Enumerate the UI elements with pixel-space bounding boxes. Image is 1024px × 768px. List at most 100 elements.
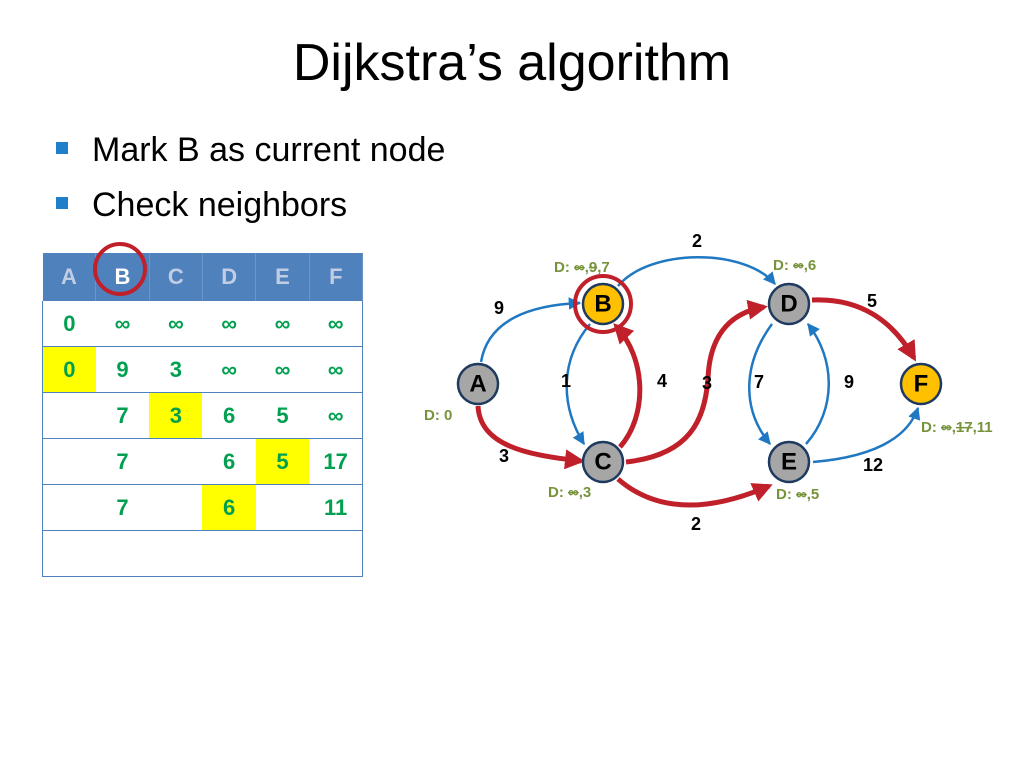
edge-weight-label: 7 [754, 372, 764, 392]
edges-layer [475, 256, 921, 508]
edge-d-f [811, 297, 917, 362]
table-cell [41, 484, 96, 531]
bullet-item: Mark B as current node [54, 128, 445, 183]
edge-d-e [748, 323, 774, 445]
distance-labels-layer: D: 0D: ∞,9,7D: ∞,3D: ∞,6D: ∞,5D: ∞,17,11 [424, 257, 993, 503]
table-cell: 0 [41, 301, 96, 347]
node-a: A [456, 362, 500, 406]
table-cell [255, 530, 310, 577]
struck-distance: ∞ [793, 257, 804, 274]
edge-weight-label: 3 [702, 373, 712, 393]
struck-distance: 17 [956, 419, 973, 436]
distance-prefix: D: [921, 419, 941, 436]
edge-weight-label: 9 [844, 372, 854, 392]
table-cell [41, 530, 96, 577]
current-node-ring [573, 274, 633, 334]
table-cell: 7 [95, 484, 150, 531]
bullet-text: Mark B as current node [92, 131, 446, 169]
struck-distance: ∞ [941, 419, 952, 436]
square-bullet-icon [56, 197, 68, 209]
distance-prefix: D: [773, 257, 793, 274]
node-circle [581, 282, 625, 326]
table-cell [309, 530, 364, 577]
table-cell: 3 [149, 392, 203, 439]
table-cell: ∞ [255, 346, 310, 393]
node-label: D [780, 290, 797, 317]
table-cell: 6 [202, 438, 256, 485]
node-c: C [581, 440, 625, 484]
bullet-list: Mark B as current node Check neighbors [54, 128, 445, 238]
table-cell: 17 [309, 438, 364, 485]
struck-distance: 9 [589, 259, 597, 276]
table-row [41, 530, 364, 577]
table-cell: 5 [255, 392, 310, 439]
node-label: B [594, 290, 611, 317]
distance-label-d: D: ∞,6 [773, 257, 816, 274]
nodes-layer: A B C D E F [456, 274, 943, 484]
node-circle [581, 440, 625, 484]
table-row: 0 9 3 ∞ ∞ ∞ [41, 346, 364, 393]
struck-distance: ∞ [568, 484, 579, 501]
distance-label-c: D: ∞,3 [548, 484, 591, 501]
table-cell: 6 [202, 392, 256, 439]
node-label: C [594, 448, 611, 475]
edge-weight-label: 4 [657, 371, 667, 391]
table-cell: 0 [41, 346, 96, 393]
table-cell: 7 [95, 392, 150, 439]
distance-prefix: D: [548, 484, 568, 501]
col-header-c: C [149, 253, 203, 301]
distance-separator: , [597, 259, 601, 276]
node-circle [456, 362, 500, 406]
table-cell [95, 530, 150, 577]
distance-prefix: D: [776, 486, 796, 503]
node-circle [767, 282, 811, 326]
slide-title: Dijkstra’s algorithm [292, 34, 732, 92]
node-circle [767, 440, 811, 484]
current-distance: 0 [444, 407, 452, 424]
edge-e-d [805, 323, 830, 445]
table-cell: 11 [309, 484, 364, 531]
edge-b-c [565, 323, 591, 446]
col-header-e: E [255, 253, 310, 301]
edge-c-b [613, 323, 643, 449]
current-distance: 5 [811, 486, 819, 503]
current-distance: 11 [977, 419, 993, 436]
node-circle [899, 362, 943, 406]
current-distance: 7 [601, 259, 609, 276]
struck-distance: ∞ [796, 486, 807, 503]
current-column-circle [93, 242, 147, 296]
table-cell: ∞ [255, 301, 310, 347]
table-cell [41, 392, 96, 439]
square-bullet-icon [56, 142, 68, 154]
table-cell: 6 [202, 484, 256, 531]
distance-prefix: D: [554, 259, 574, 276]
distance-separator: , [804, 257, 808, 274]
table-cell: 3 [149, 346, 203, 393]
edge-weight-label: 5 [867, 291, 877, 311]
node-f: F [899, 362, 943, 406]
distance-label-b: D: ∞,9,7 [554, 259, 610, 276]
distance-label-a: D: 0 [424, 407, 452, 424]
distance-separator: , [952, 419, 956, 436]
node-e: E [767, 440, 811, 484]
node-label: A [469, 370, 486, 397]
edge-a-c [475, 405, 585, 470]
edge-c-d [625, 299, 768, 465]
node-label: E [781, 448, 797, 475]
edge-weight-label: 2 [691, 514, 701, 534]
distance-separator: , [579, 484, 583, 501]
table-cell: ∞ [309, 392, 364, 439]
table-cell [41, 438, 96, 485]
col-header-f: F [309, 253, 364, 301]
edge-e-f [812, 406, 921, 464]
table-cell: 9 [95, 346, 150, 393]
table-cell [149, 484, 203, 531]
distance-separator: , [973, 419, 977, 436]
table-cell: ∞ [309, 346, 364, 393]
table-cell: 7 [95, 438, 150, 485]
distance-separator: , [585, 259, 589, 276]
table-row: 0 ∞ ∞ ∞ ∞ ∞ [41, 301, 364, 347]
table-cell: ∞ [149, 301, 203, 347]
edge-weight-label: 9 [494, 298, 504, 318]
table-row: 7 6 5 17 [41, 438, 364, 485]
